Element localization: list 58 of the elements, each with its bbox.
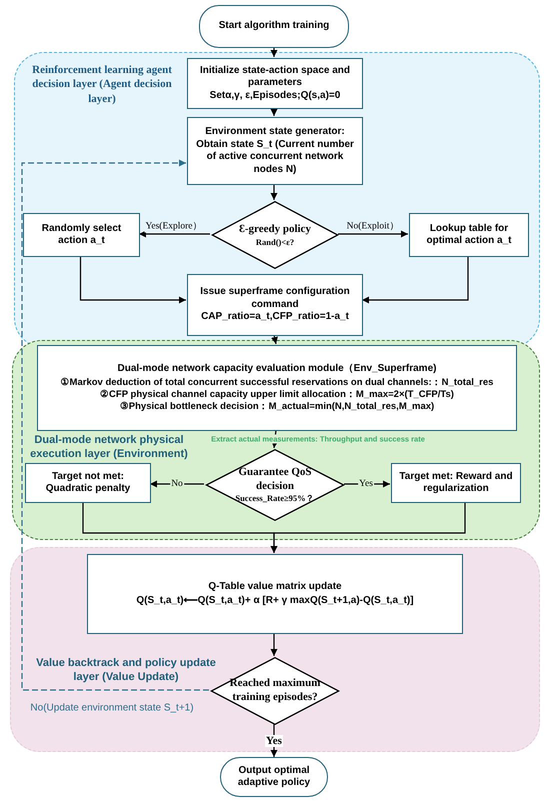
node-detail: ①Markov deduction of total concurrent successful reservations on dual channels:：N_total_res xyxy=(60,377,494,390)
node-text: Q-Table value matrix update xyxy=(208,580,342,593)
arrow xyxy=(338,230,408,238)
node-text: Reached maximum training episodes? xyxy=(230,677,320,705)
decision-diamond xyxy=(205,449,345,521)
layer-title: Value backtrack and policy update layer (Value Update) xyxy=(35,656,217,685)
arrow xyxy=(270,724,278,757)
process-box xyxy=(25,463,151,503)
node-text: Output optimal adaptive policy xyxy=(236,764,312,790)
feedback-arrow xyxy=(21,160,209,691)
node-detail: ③Physical bottleneck decision：M_actual=min(N,N_total_res,M_max) xyxy=(120,401,434,414)
node-text: Randomly select action a_t xyxy=(40,222,122,248)
node-text: Dual-mode network capacity evaluation module（Env_Superframe) xyxy=(118,362,436,376)
arrow xyxy=(150,480,204,488)
arrow xyxy=(270,633,278,656)
node-text: Start algorithm training xyxy=(218,20,330,33)
edge-label: Yes xyxy=(358,479,374,489)
node-text: Initialize state-action space and parameters xyxy=(198,64,352,90)
process-box xyxy=(23,213,140,257)
layer-title: Reinforcement learning agent decision layer (Agent decision layer) xyxy=(31,63,173,106)
edge-label: Yes xyxy=(265,735,283,747)
node-detail: ②CFP physical channel capacity upper limit allocation：M_max=2×(T_CFP/Ts) xyxy=(100,389,454,402)
process-box xyxy=(187,58,363,109)
arrow xyxy=(271,430,278,448)
layer-panel xyxy=(12,340,540,540)
terminal-box xyxy=(220,757,328,797)
node-text: Issue superframe configuration command CAP_ratio=a_t,CFP_ratio=1-a_t xyxy=(199,286,351,324)
arrow xyxy=(80,256,186,304)
arrow xyxy=(362,256,469,304)
arrow xyxy=(344,480,390,488)
layer-title: Dual-mode network physical execution layer (Environment) xyxy=(29,433,189,462)
node-text: Target not met: Quadratic penalty xyxy=(44,470,132,496)
arrow xyxy=(270,48,278,57)
decision-diamond xyxy=(211,201,339,269)
node-text: Lookup table for optimal action a_t xyxy=(425,222,512,248)
node-detail: Rand()<ε? xyxy=(256,236,294,248)
node-detail: Success_Rate≥95%？ xyxy=(235,493,315,504)
arrow xyxy=(270,184,278,200)
node-text: Target met: Reward and regularization xyxy=(398,470,514,496)
arrow xyxy=(270,502,466,553)
process-box xyxy=(37,345,517,431)
edge-label: No(Update environment state S_t+1) xyxy=(29,702,195,714)
process-box xyxy=(187,117,363,185)
process-box xyxy=(187,274,363,336)
arrow xyxy=(271,334,278,344)
node-text: Ɛ-greedy policy xyxy=(239,222,311,237)
arrow xyxy=(270,108,278,116)
node-text: Environment state generator: Obtain state S_t (Current number of active concurrent network nodes N) xyxy=(195,126,355,176)
terminal-box xyxy=(199,5,349,48)
layer-panel xyxy=(10,547,540,752)
node-text: Guarantee QoS decision xyxy=(237,466,313,494)
arrow xyxy=(139,230,210,238)
node-detail: Setα,γ, ε,Episodes;Q(s,a)=0 xyxy=(210,90,340,102)
process-box xyxy=(391,463,521,503)
node-detail: Q(S_t,a_t)⟵Q(S_t,a_t)+ α [R+ γ maxQ(S_t+1,a)-Q(S_t,a_t)] xyxy=(136,595,414,608)
process-box xyxy=(87,554,463,634)
process-box xyxy=(409,213,529,257)
edge-label: No xyxy=(170,479,184,489)
